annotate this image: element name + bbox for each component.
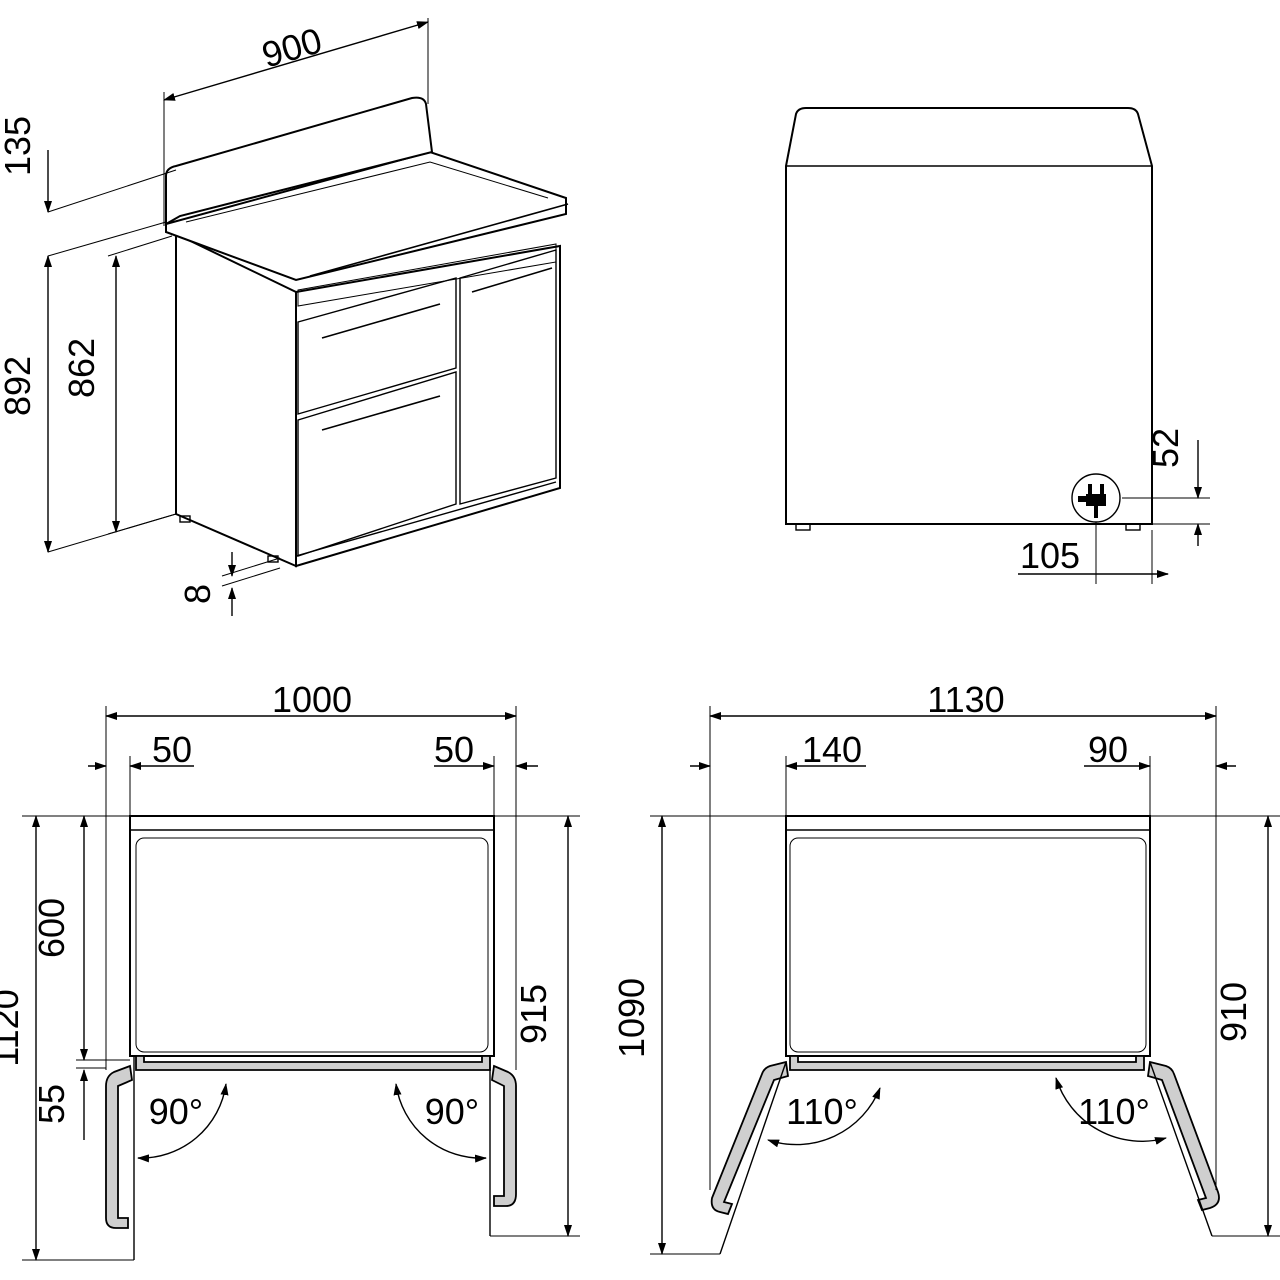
dim-line-width: [163, 21, 429, 101]
lower-door-handle: [321, 395, 441, 431]
side-view: 52 105: [785, 107, 1210, 584]
angle-left-90: 90°: [149, 1091, 203, 1132]
left-side-door-110: [710, 1060, 790, 1216]
dim-total-depth-1120: 1120: [0, 989, 26, 1066]
angle-right-90: 90°: [425, 1091, 479, 1132]
side-foot-right: [1125, 523, 1141, 531]
hob-inner-edge: [185, 161, 549, 223]
plan-body-110: [785, 815, 1151, 1057]
dim-total-width-1130: 1130: [927, 679, 1004, 720]
right-side-door-110: [1146, 1060, 1220, 1212]
front-door-110: [789, 1055, 1145, 1071]
dim-body-depth-600: 600: [31, 898, 72, 958]
dim-foot-height-8: 8: [177, 584, 218, 604]
dim-plug-height-52: 52: [1145, 428, 1186, 468]
angle-right-110: 110°: [1078, 1091, 1150, 1132]
plan-hob-110: [789, 837, 1147, 1053]
left-side-door-90: [105, 1064, 133, 1229]
angle-left-110: 110°: [786, 1091, 858, 1132]
dim-total-depth-1090: 1090: [611, 978, 652, 1058]
right-door-handle: [471, 267, 553, 293]
lower-oven-door: [297, 371, 457, 557]
dim-backguard-135: 135: [0, 116, 38, 176]
upper-door-handle: [321, 303, 441, 339]
angle-arc-left-90: [137, 1083, 229, 1163]
cooker-left-side: [175, 232, 297, 568]
angle-arc-right-90: [393, 1083, 487, 1163]
perspective-view: 900 135 892 862 8: [0, 18, 569, 616]
foot-left: [179, 515, 191, 523]
dim-depth-with-doors-910: 910: [1213, 982, 1254, 1042]
dim-right-clearance-50: 50: [434, 729, 474, 770]
right-oven-door: [459, 249, 557, 505]
plan-view-110: 110° 110° 1130 140 90 1090 910: [611, 679, 1280, 1255]
left-door-90: [135, 1055, 491, 1071]
dim-total-height-892: 892: [0, 356, 38, 416]
dim-width-900: 900: [257, 20, 326, 76]
plinth: [295, 481, 557, 566]
dim-left-clearance-50: 50: [152, 729, 192, 770]
plan-hob-90: [135, 837, 489, 1053]
dim-depth-with-doors-915: 915: [513, 984, 554, 1044]
upper-oven-door: [297, 277, 457, 415]
dim-total-width-1000: 1000: [272, 679, 352, 720]
angle-arc-left-110: [767, 1087, 881, 1148]
right-side-door-90: [491, 1064, 517, 1207]
dim-door-offset-55: 55: [31, 1084, 72, 1124]
plan-view-90: 90° 90° 1000 50 50 1120 600 55 915: [0, 679, 580, 1261]
angle-arc-right-110: [1055, 1077, 1167, 1145]
side-profile: [785, 107, 1153, 525]
dim-left-clearance-140: 140: [802, 729, 862, 770]
side-foot-left: [795, 523, 811, 531]
front-rail-bar: [309, 203, 569, 277]
dim-right-clearance-90: 90: [1088, 729, 1128, 770]
dim-body-height-862: 862: [61, 338, 102, 398]
dim-plug-offset-105: 105: [1020, 535, 1080, 576]
plan-body-90: [129, 815, 495, 1057]
